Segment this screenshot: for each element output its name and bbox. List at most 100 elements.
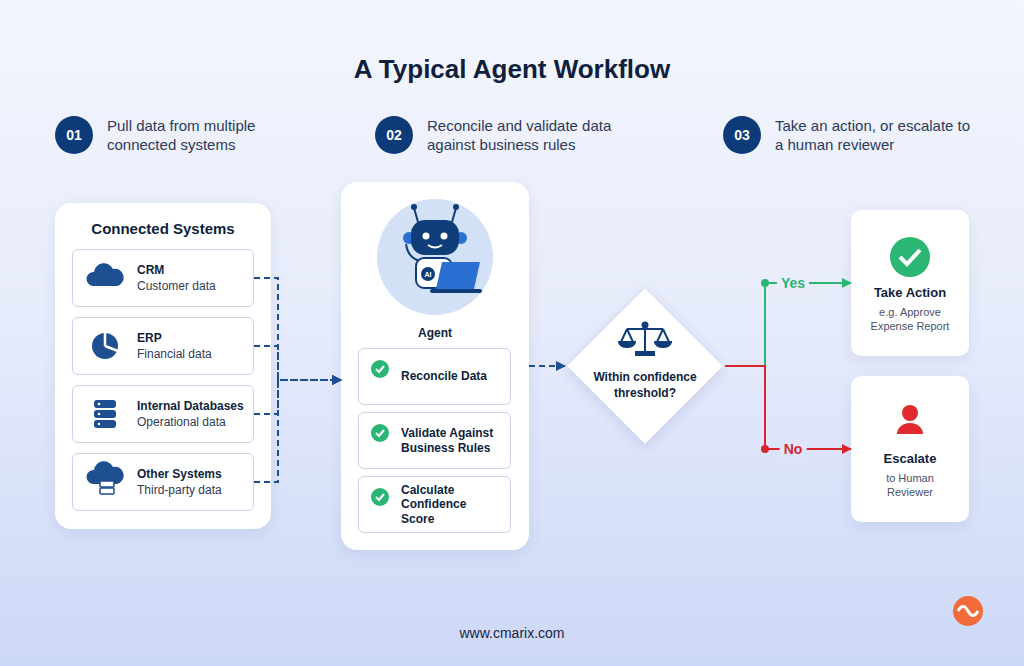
bend-dots [761, 279, 769, 453]
node-text-group: Agent [341, 326, 529, 340]
scale-pivot [643, 323, 648, 328]
scale-beam [627, 328, 663, 330]
process-step: Reconcile Data [358, 348, 511, 405]
check-mark [900, 250, 920, 264]
pie-icon [92, 333, 118, 359]
check-icon [890, 237, 930, 277]
process-step: Validate Against Business Rules [358, 412, 511, 469]
node-heading: Escalate [861, 451, 959, 466]
node-text-group: Take Actione.g. Approve Expense Report [861, 285, 959, 334]
node-body: Operational data [137, 415, 249, 429]
node-heading: Reconcile Data [401, 369, 503, 383]
scale-pole [644, 324, 646, 352]
ai-badge [421, 267, 435, 281]
robot-ear [403, 232, 415, 244]
database-icon [94, 400, 116, 428]
other-systems-icon [86, 461, 123, 494]
callout-number: 01 [66, 127, 82, 143]
db-dot [98, 423, 101, 426]
check-icon [371, 488, 389, 506]
decision-diamond: Within confidence threshold? [565, 286, 725, 446]
node-text-group: Internal DatabasesOperational data [137, 386, 249, 442]
callout-number: 03 [734, 127, 750, 143]
node-body: Third-party data [137, 483, 249, 497]
node-text-group: Validate Against Business Rules [401, 413, 503, 468]
escalate-box: Escalateto Human Reviewer [851, 376, 969, 522]
robot-ear [455, 232, 467, 244]
antenna-tip [411, 204, 417, 210]
node-heading: Internal Databases [137, 399, 249, 413]
node-text-group: ERPFinancial data [137, 318, 249, 374]
node-body: e.g. Approve Expense Report [864, 305, 956, 334]
server-unit [100, 481, 114, 487]
person-icon [897, 405, 923, 434]
robot-body [416, 258, 452, 288]
node-text-group: Calculate Confidence Score [401, 477, 503, 532]
robot-head [411, 220, 459, 255]
antenna [414, 208, 418, 222]
node-heading: CRM [137, 263, 249, 277]
robot-eye [423, 233, 430, 240]
check-mark [376, 366, 384, 372]
antenna [452, 208, 456, 222]
laptop-base [430, 289, 482, 293]
step-description: Take an action, or escalate to a human r… [775, 117, 975, 155]
ai-badge-text: AI [425, 271, 432, 278]
db-disk [94, 410, 116, 418]
connector-arrow [254, 278, 341, 380]
node-text-group: Within confidence threshold? [589, 370, 701, 401]
node-text-group: Reconcile Data [401, 349, 503, 404]
connector-arrow [254, 380, 341, 414]
person-head [902, 405, 918, 421]
system-group: Connected SystemsCRM Customer dataERPFina… [55, 203, 271, 529]
pie-slice [105, 332, 118, 351]
logo-mark [958, 607, 978, 616]
laptop-screen [436, 262, 480, 289]
node-text-group: Escalateto Human Reviewer [861, 451, 959, 500]
step-description: Pull data from multiple connected system… [107, 117, 285, 155]
action-icon [890, 237, 930, 277]
system-box: ERPFinancial data [72, 317, 254, 375]
system-box: CRM Customer data [72, 249, 254, 307]
person-body [897, 423, 923, 434]
node-text-group: Connected Systems [55, 220, 271, 237]
system-box: Other SystemsThird-party data [72, 453, 254, 511]
step-badges [55, 116, 761, 154]
bend-dot [761, 279, 769, 287]
node-text-group: CRM Customer data [137, 250, 249, 306]
node-body: Customer data [137, 279, 249, 293]
callout-number: 02 [386, 127, 402, 143]
agent-panel: AgentReconcile DataValidate Against Busi… [341, 182, 529, 550]
node-heading: Connected Systems [55, 220, 271, 237]
db-dot [98, 413, 101, 416]
logo-circle [953, 596, 983, 626]
robot-eye [441, 233, 448, 240]
crm-icon [86, 263, 123, 286]
diamond-shape [567, 288, 723, 444]
process-step: Calculate Confidence Score [358, 476, 511, 533]
bend-dot [761, 445, 769, 453]
scale-strings [621, 329, 669, 342]
system-box: Internal DatabasesOperational data [72, 385, 254, 443]
node-heading: Other Systems [137, 467, 249, 481]
edge-label: Yes [777, 275, 809, 291]
step-checks [371, 360, 389, 506]
node-heading: Agent [341, 326, 529, 340]
antenna-tip [453, 204, 459, 210]
step-badge [375, 116, 413, 154]
step-description: Reconcile and validate data against busi… [427, 117, 619, 155]
connector-arrow [725, 283, 851, 366]
cloud-icon [86, 461, 123, 484]
node-heading: Validate Against Business Rules [401, 426, 503, 455]
scale-base [636, 352, 654, 355]
connector-arrow [254, 346, 341, 380]
robot-illustration [377, 199, 493, 315]
edge-group [254, 278, 851, 482]
node-heading: ERP [137, 331, 249, 345]
scale-icon [619, 323, 671, 356]
db-dot [98, 403, 101, 406]
check-icon [371, 360, 389, 378]
node-heading: Within confidence threshold? [589, 370, 701, 401]
check-mark [376, 430, 384, 436]
edge-label: No [780, 441, 807, 457]
